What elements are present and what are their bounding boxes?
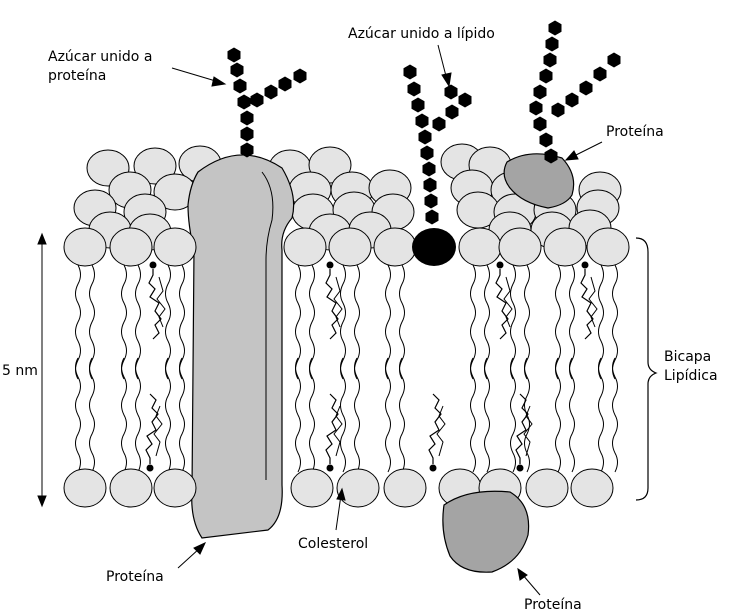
lipid-head [499, 228, 541, 266]
bilayer-label-line2: Lipídica [664, 367, 718, 386]
sugar-unit [419, 130, 432, 145]
lipid-head [110, 228, 152, 266]
lipid-tails [76, 265, 618, 472]
sugar-unit [433, 117, 446, 132]
sugar-unit [408, 82, 421, 97]
lipid-head [154, 228, 196, 266]
lipid-head [526, 469, 568, 507]
sugar-protein-label-line2: proteína [48, 67, 152, 86]
sugar-unit [534, 117, 547, 132]
sugar-lipid-label: Azúcar unido a lípido [348, 25, 495, 44]
sugar-unit [446, 105, 459, 120]
sugar-unit [544, 53, 557, 68]
sugar-unit [445, 85, 458, 100]
sugar-unit [241, 127, 254, 142]
protein-bottom-left-label: Proteína [106, 568, 164, 587]
glycolipid-head [412, 228, 456, 266]
cholesterol-head [147, 465, 154, 472]
protein-bottom-right-label: Proteína [524, 596, 582, 615]
lipid-head [459, 228, 501, 266]
sugar-unit [231, 63, 244, 78]
lipid-head [374, 228, 416, 266]
sugar-unit [425, 194, 438, 209]
sugar-unit [279, 77, 292, 92]
sugar-unit [416, 114, 429, 129]
cholesterol-head [327, 465, 334, 472]
sugar-unit [552, 103, 565, 118]
bilayer-label-line1: Bicapa [664, 348, 718, 367]
transmembrane-protein [188, 155, 294, 538]
thickness-arrow [38, 234, 46, 506]
sugar-unit [234, 79, 247, 94]
sugar-unit [423, 162, 436, 177]
sugar-unit [228, 48, 241, 63]
sugar-unit [540, 133, 553, 148]
sugar-unit [404, 65, 417, 80]
sugar-unit [459, 93, 472, 108]
sugar-unit [241, 111, 254, 126]
bilayer-label: Bicapa Lipídica [664, 348, 718, 386]
sugar-unit [608, 53, 621, 68]
lipid-head [291, 469, 333, 507]
thickness-label: 5 nm [2, 362, 38, 381]
sugar-unit [594, 67, 607, 82]
lipid-head [571, 469, 613, 507]
lipid-head [284, 228, 326, 266]
sugar-unit [412, 98, 425, 113]
sugar-unit [294, 69, 307, 84]
sugar-unit [566, 93, 579, 108]
sugar-protein-label: Azúcar unido a proteína [48, 48, 152, 86]
sugar-protein-label-line1: Azúcar unido a [48, 48, 152, 67]
lipid-head [337, 469, 379, 507]
sugar-unit [540, 69, 553, 84]
lipid-head [384, 469, 426, 507]
sugar-unit [530, 101, 543, 116]
cholesterol-head [517, 465, 524, 472]
protein-top-right-label: Proteína [606, 123, 664, 142]
lipid-head [64, 228, 106, 266]
sugar-unit [549, 21, 562, 36]
lipid-head [329, 228, 371, 266]
sugar-unit [265, 85, 278, 100]
lipid-head [544, 228, 586, 266]
cholesterol-head [430, 465, 437, 472]
cholesterol-label: Colesterol [298, 535, 368, 554]
lipid-head [154, 469, 196, 507]
sugar-unit [238, 95, 251, 110]
sugar-unit [534, 85, 547, 100]
cholesterol-head [150, 262, 157, 269]
sugar-unit [421, 146, 434, 161]
peripheral-protein-bottom [443, 491, 529, 572]
lipid-head [110, 469, 152, 507]
lipid-head [64, 469, 106, 507]
sugar-unit [424, 178, 437, 193]
sugar-unit [426, 210, 439, 225]
lipid-head [587, 228, 629, 266]
sugar-unit [580, 81, 593, 96]
sugar-unit [251, 93, 264, 108]
sugar-unit [546, 37, 559, 52]
bilayer-brace [636, 238, 656, 500]
cholesterol-head [582, 262, 589, 269]
cholesterol-head [327, 262, 334, 269]
cholesterol-head [497, 262, 504, 269]
